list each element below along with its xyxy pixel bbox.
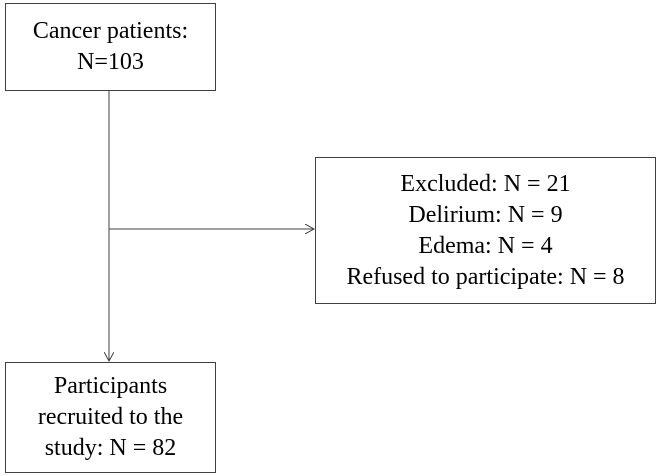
excluded-edema: Edema: N = 4 bbox=[418, 232, 553, 259]
participants-line-1: Participants bbox=[53, 373, 168, 399]
participants-line-2: recruited to the bbox=[37, 404, 184, 430]
participants-box: Participants recruited to the study: N =… bbox=[5, 362, 216, 473]
participants-line-3: study: N = 82 bbox=[44, 435, 177, 461]
enrolled-label: Cancer patients: bbox=[32, 18, 189, 44]
excluded-refused: Refused to participate: N = 8 bbox=[346, 263, 625, 290]
excluded-delirium: Delirium: N = 9 bbox=[408, 201, 563, 228]
enrolled-box: Cancer patients: N=103 bbox=[5, 3, 216, 91]
enrolled-count: N=103 bbox=[77, 49, 144, 75]
excluded-box: Excluded: N = 21 Delirium: N = 9 Edema: … bbox=[315, 157, 656, 304]
excluded-total: Excluded: N = 21 bbox=[400, 170, 571, 197]
